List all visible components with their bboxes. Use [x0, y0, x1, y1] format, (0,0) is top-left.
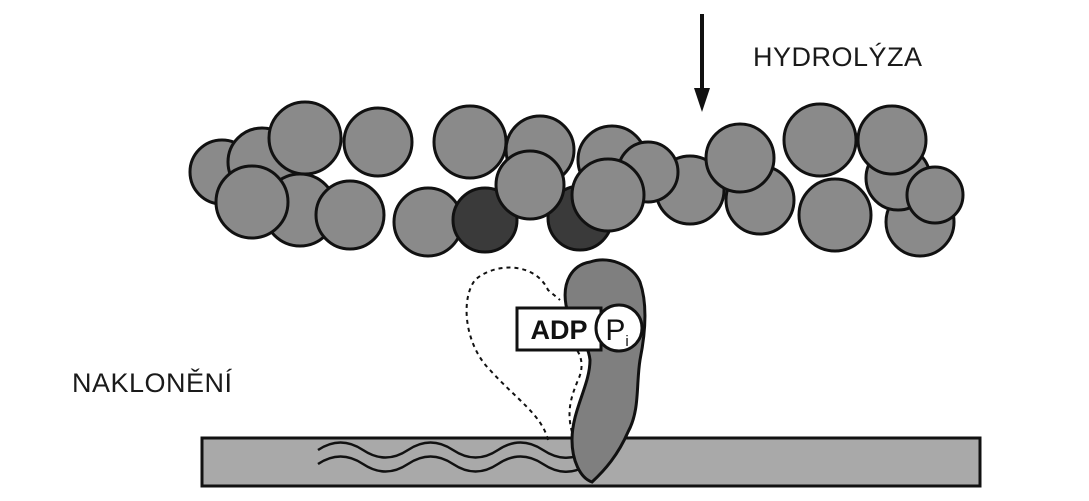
actin-monomer: [572, 159, 644, 231]
actin-monomer: [434, 106, 506, 178]
svg-text:Pi: Pi: [605, 314, 628, 350]
actin-monomer: [799, 179, 871, 251]
phosphate-label: P: [605, 314, 625, 347]
hydrolysis-arrow: [694, 14, 710, 112]
adp-box: ADP: [517, 308, 601, 350]
phosphate-circle: Pi: [596, 305, 642, 351]
tilting-label: NAKLONĚNÍ: [72, 368, 233, 399]
previous-head-outline: [467, 268, 560, 440]
adp-label: ADP: [530, 315, 587, 345]
actin-monomer: [316, 181, 384, 249]
actin-monomer: [858, 106, 926, 174]
actin-monomer: [706, 124, 774, 192]
actin-monomer: [344, 108, 412, 176]
phosphate-subscript: i: [625, 333, 628, 350]
actin-monomer: [216, 166, 288, 238]
actin-filament: [190, 102, 963, 256]
actin-monomer: [907, 167, 963, 223]
actin-monomer: [496, 151, 564, 219]
actin-monomer: [269, 102, 341, 174]
actin-monomer: [784, 104, 856, 176]
hydrolysis-label: HYDROLÝZA: [753, 42, 923, 73]
